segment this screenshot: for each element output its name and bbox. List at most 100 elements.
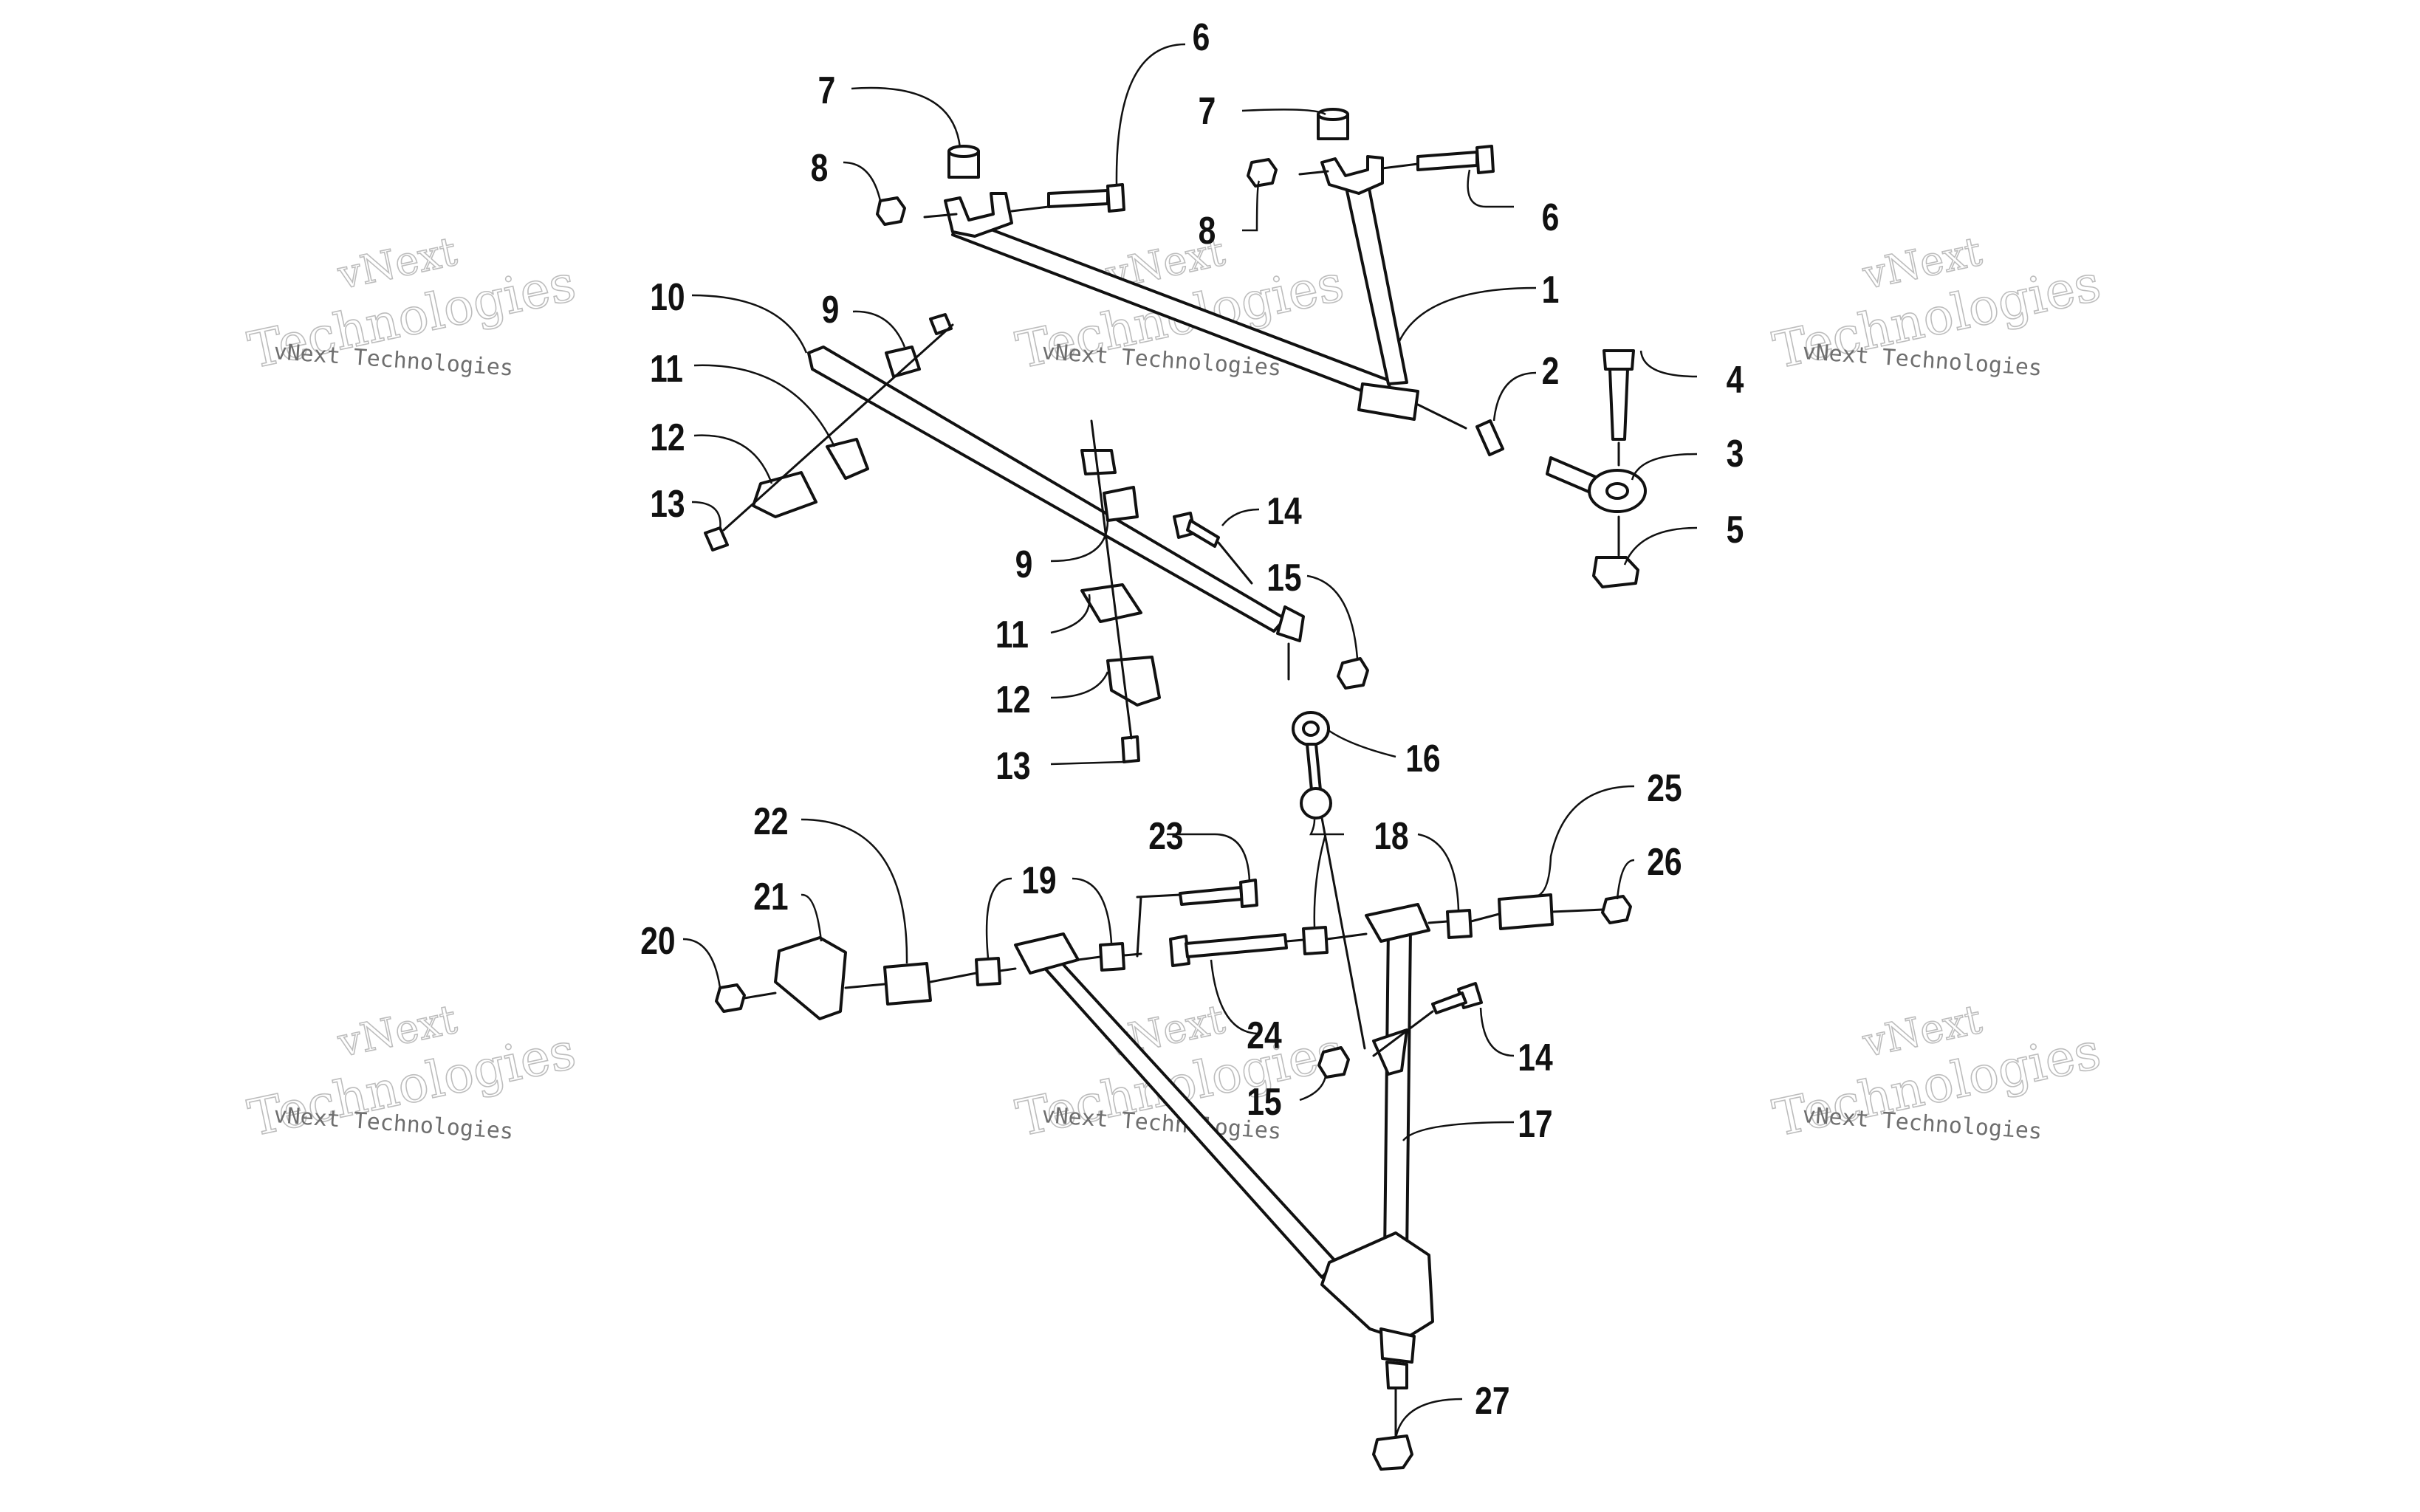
- callout-25: 25: [1647, 767, 1682, 810]
- bolt-23-axis: [1136, 893, 1182, 958]
- callout-24: 24: [1247, 1014, 1282, 1057]
- bolt-4: [1603, 349, 1635, 467]
- upper-arm-front-tube: [1343, 172, 1408, 385]
- upper-arm-front-axis: [1298, 162, 1419, 176]
- clamp-9-right: [1103, 486, 1139, 522]
- callout-8-left: 8: [811, 147, 829, 190]
- bushing-18-right: [1446, 909, 1473, 939]
- clamp-9-left: [885, 346, 921, 378]
- lower-arm-ball-stud-boot: [1379, 1327, 1416, 1364]
- callout-15-lower: 15: [1247, 1081, 1281, 1124]
- callout-13-right: 13: [995, 745, 1030, 788]
- lower-arm-ball-stud: [1385, 1361, 1408, 1389]
- upper-arm-rear-axis: [923, 205, 1050, 219]
- callout-6-right: 6: [1542, 196, 1560, 239]
- callout-11-left: 11: [650, 348, 683, 391]
- bushing-7-rear: [947, 145, 980, 179]
- leader-lines: [682, 43, 1698, 1439]
- callout-15-upper: 15: [1266, 557, 1301, 599]
- bushing-19-right: [1099, 942, 1125, 972]
- nut-15-upper: [1337, 657, 1369, 690]
- upper-arm-ball-joint-sleeve: [1357, 382, 1419, 421]
- callout-13-left: 13: [650, 483, 685, 526]
- bushing-22: [883, 962, 932, 1006]
- callout-14-upper: 14: [1266, 490, 1302, 533]
- bolt-24-axis: [1285, 938, 1305, 943]
- lower-arm-right-tube: [1383, 925, 1412, 1257]
- bolt-23: [1179, 879, 1258, 908]
- ball-joint-3: [1546, 456, 1647, 513]
- callout-19: 19: [1021, 859, 1056, 902]
- callout-10: 10: [650, 276, 685, 319]
- upper-a-arm: [923, 155, 1467, 430]
- callout-2: 2: [1542, 350, 1560, 393]
- link-axis: [1320, 817, 1366, 1050]
- callout-14-lower: 14: [1518, 1037, 1553, 1079]
- callout-labels: 1 2 3 4 5 6 6 7 7 8 8 9 9 10 11 11 12 12…: [640, 16, 1744, 1423]
- bolt-6-front: [1416, 145, 1495, 174]
- callout-11-right: 11: [995, 614, 1029, 656]
- callout-1: 1: [1542, 269, 1560, 312]
- nut-8-rear: [876, 196, 906, 226]
- callout-5: 5: [1727, 509, 1744, 551]
- callout-6-top: 6: [1193, 16, 1210, 59]
- nut-15-lower: [1317, 1046, 1350, 1079]
- callout-8-right: 8: [1199, 210, 1216, 252]
- clip-9-left: [929, 313, 953, 335]
- lower-arm-knuckle: [1320, 1231, 1434, 1341]
- lower-a-arm: [1014, 903, 1434, 1389]
- screw-13-right: [1121, 735, 1140, 763]
- clip-9-right: [1080, 449, 1117, 475]
- callout-16: 16: [1405, 738, 1440, 780]
- callout-3: 3: [1727, 433, 1744, 475]
- nut-27: [1372, 1434, 1413, 1471]
- upper-arm-front-clevis: [1320, 155, 1384, 195]
- lower-arm-axes: [743, 908, 1604, 1000]
- callout-27: 27: [1475, 1380, 1509, 1423]
- screw-13-left: [704, 526, 729, 551]
- stabilizer-bar-end: [1276, 605, 1305, 642]
- axis-14-lower: [1372, 1010, 1434, 1057]
- bushing-11-right: [1080, 583, 1142, 623]
- bolt-14-lower: [1431, 982, 1483, 1014]
- callout-4: 4: [1727, 359, 1744, 402]
- bushing-25: [1498, 893, 1554, 930]
- bushing-19-left: [975, 957, 1001, 986]
- bushing-18-left: [1302, 926, 1329, 955]
- callout-7-left: 7: [818, 69, 836, 112]
- callout-7-right: 7: [1199, 90, 1216, 133]
- part-5-cap: [1592, 556, 1639, 588]
- callout-20: 20: [640, 920, 675, 963]
- callout-22: 22: [753, 800, 788, 843]
- bushing-11-left: [826, 438, 869, 480]
- callout-26: 26: [1647, 841, 1682, 884]
- bracket-12-right: [1106, 656, 1161, 707]
- axis-14-upper: [1217, 541, 1253, 585]
- callout-21: 21: [753, 876, 788, 918]
- stabilizer-link-16: [1292, 711, 1332, 819]
- left-clamp-axis: [722, 323, 954, 532]
- nut-26: [1601, 895, 1632, 924]
- callout-9-upper: 9: [822, 289, 840, 331]
- callout-17: 17: [1518, 1103, 1552, 1146]
- callout-12-left: 12: [650, 416, 685, 459]
- part-2-sleeve: [1475, 419, 1504, 456]
- bushing-7-front: [1317, 108, 1349, 140]
- upper-arm-to-ball-joint-axis: [1416, 403, 1467, 430]
- bolt-6-rear: [1047, 183, 1125, 213]
- upper-arm-rear-clevis: [944, 192, 1013, 238]
- callout-12-right: 12: [995, 678, 1030, 721]
- bracket-21: [774, 936, 847, 1020]
- callout-9-lower: 9: [1015, 543, 1033, 586]
- lower-arm-left-pivot: [1014, 932, 1080, 975]
- lower-arm-right-pivot: [1365, 903, 1430, 943]
- nut-20: [715, 983, 746, 1013]
- callout-18: 18: [1374, 815, 1408, 858]
- callout-23: 23: [1148, 815, 1183, 858]
- watermark-group: vNext Technologies vNext Technologies vN…: [243, 227, 2106, 1149]
- right-clamp-axis: [1090, 419, 1133, 740]
- bolt-24: [1169, 933, 1288, 967]
- nut-8-front: [1247, 158, 1278, 188]
- stabilizer-bar: [807, 346, 1305, 681]
